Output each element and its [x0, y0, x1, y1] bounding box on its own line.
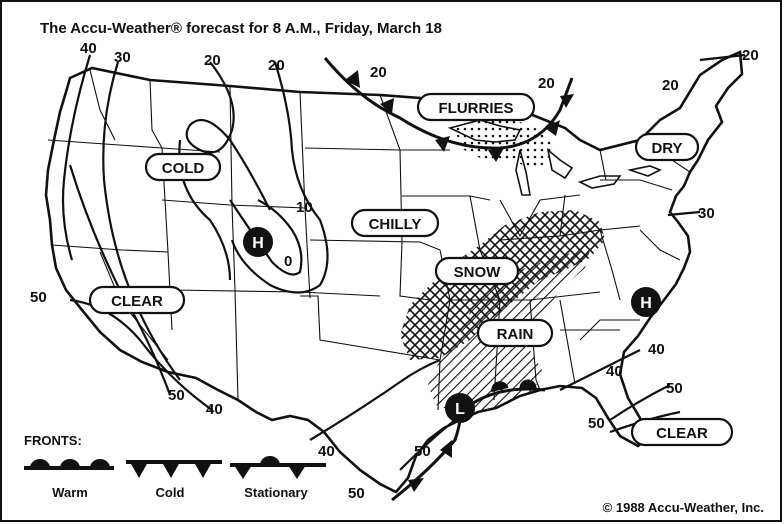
region-label-text: CHILLY	[369, 216, 422, 233]
isotherm-label: 20	[662, 77, 679, 94]
pressure-symbol: H	[252, 235, 264, 252]
region-flurries: FLURRIES	[416, 92, 536, 122]
isotherm-label: 0	[284, 253, 292, 270]
cold-front-north	[323, 57, 574, 162]
isotherm-label: 50	[348, 485, 365, 502]
isotherm-label: 10	[296, 199, 313, 216]
isotherm-label: 40	[648, 341, 665, 358]
copyright-text: © 1988 Accu-Weather, Inc.	[603, 500, 764, 515]
stationary-front-symbol	[230, 456, 326, 479]
isotherm-label: 40	[80, 40, 97, 57]
region-label-text: COLD	[162, 160, 205, 177]
cold-front-symbol	[126, 460, 222, 478]
isotherm-label: 30	[114, 49, 131, 66]
region-rain: RAIN	[476, 318, 554, 348]
isotherm-label: 20	[204, 52, 221, 69]
region-cold: COLD	[144, 152, 222, 182]
isotherms	[61, 53, 746, 471]
isotherm-label: 20	[268, 57, 285, 74]
isotherm-label: 20	[538, 75, 555, 92]
low-pressure-south: L	[445, 393, 475, 423]
warm-front-symbol	[24, 459, 114, 470]
pressure-symbol: L	[455, 401, 465, 418]
isotherm-label: 40	[206, 401, 223, 418]
region-label-text: SNOW	[454, 264, 502, 281]
isotherm-label: 50	[666, 380, 683, 397]
isotherm-label: 50	[30, 289, 47, 306]
isotherm-label: 20	[742, 47, 759, 64]
fronts-legend: FRONTS: Warm Cold Stationary	[24, 433, 326, 500]
region-snow: SNOW	[434, 256, 520, 286]
isotherm-label: 40	[318, 443, 335, 460]
pressure-centers: H H L	[243, 227, 661, 423]
region-clear-west: CLEAR	[88, 285, 186, 315]
legend-cold-label: Cold	[156, 485, 185, 500]
legend-heading: FRONTS:	[24, 433, 82, 448]
isotherm-label: 50	[168, 387, 185, 404]
region-labels: FLURRIES COLD CHILLY SNOW RAIN DRY CLEAR	[88, 92, 734, 447]
isotherm-label: 30	[698, 205, 715, 222]
isotherm-label: 40	[606, 363, 623, 380]
isotherm-labels: 40 30 20 20 20 20 20 20 10 0 50 50 40 40…	[30, 40, 759, 502]
isotherm-label: 50	[588, 415, 605, 432]
pressure-symbol: H	[640, 295, 652, 312]
legend-stationary-label: Stationary	[244, 485, 308, 500]
legend-warm-label: Warm	[52, 485, 88, 500]
region-label-text: CLEAR	[656, 425, 708, 442]
region-label-text: RAIN	[497, 326, 534, 343]
map-title: The Accu-Weather® forecast for 8 A.M., F…	[40, 20, 442, 37]
region-chilly: CHILLY	[350, 208, 440, 238]
region-label-text: CLEAR	[111, 293, 163, 310]
isotherm-label: 50	[414, 443, 431, 460]
high-pressure-east: H	[631, 287, 661, 317]
isotherm-label: 20	[370, 64, 387, 81]
region-dry: DRY	[634, 132, 700, 162]
high-pressure-west: H	[243, 227, 273, 257]
region-label-text: FLURRIES	[439, 100, 514, 117]
flurries-area	[455, 118, 555, 168]
region-label-text: DRY	[651, 140, 682, 157]
region-clear-east: CLEAR	[630, 417, 734, 447]
